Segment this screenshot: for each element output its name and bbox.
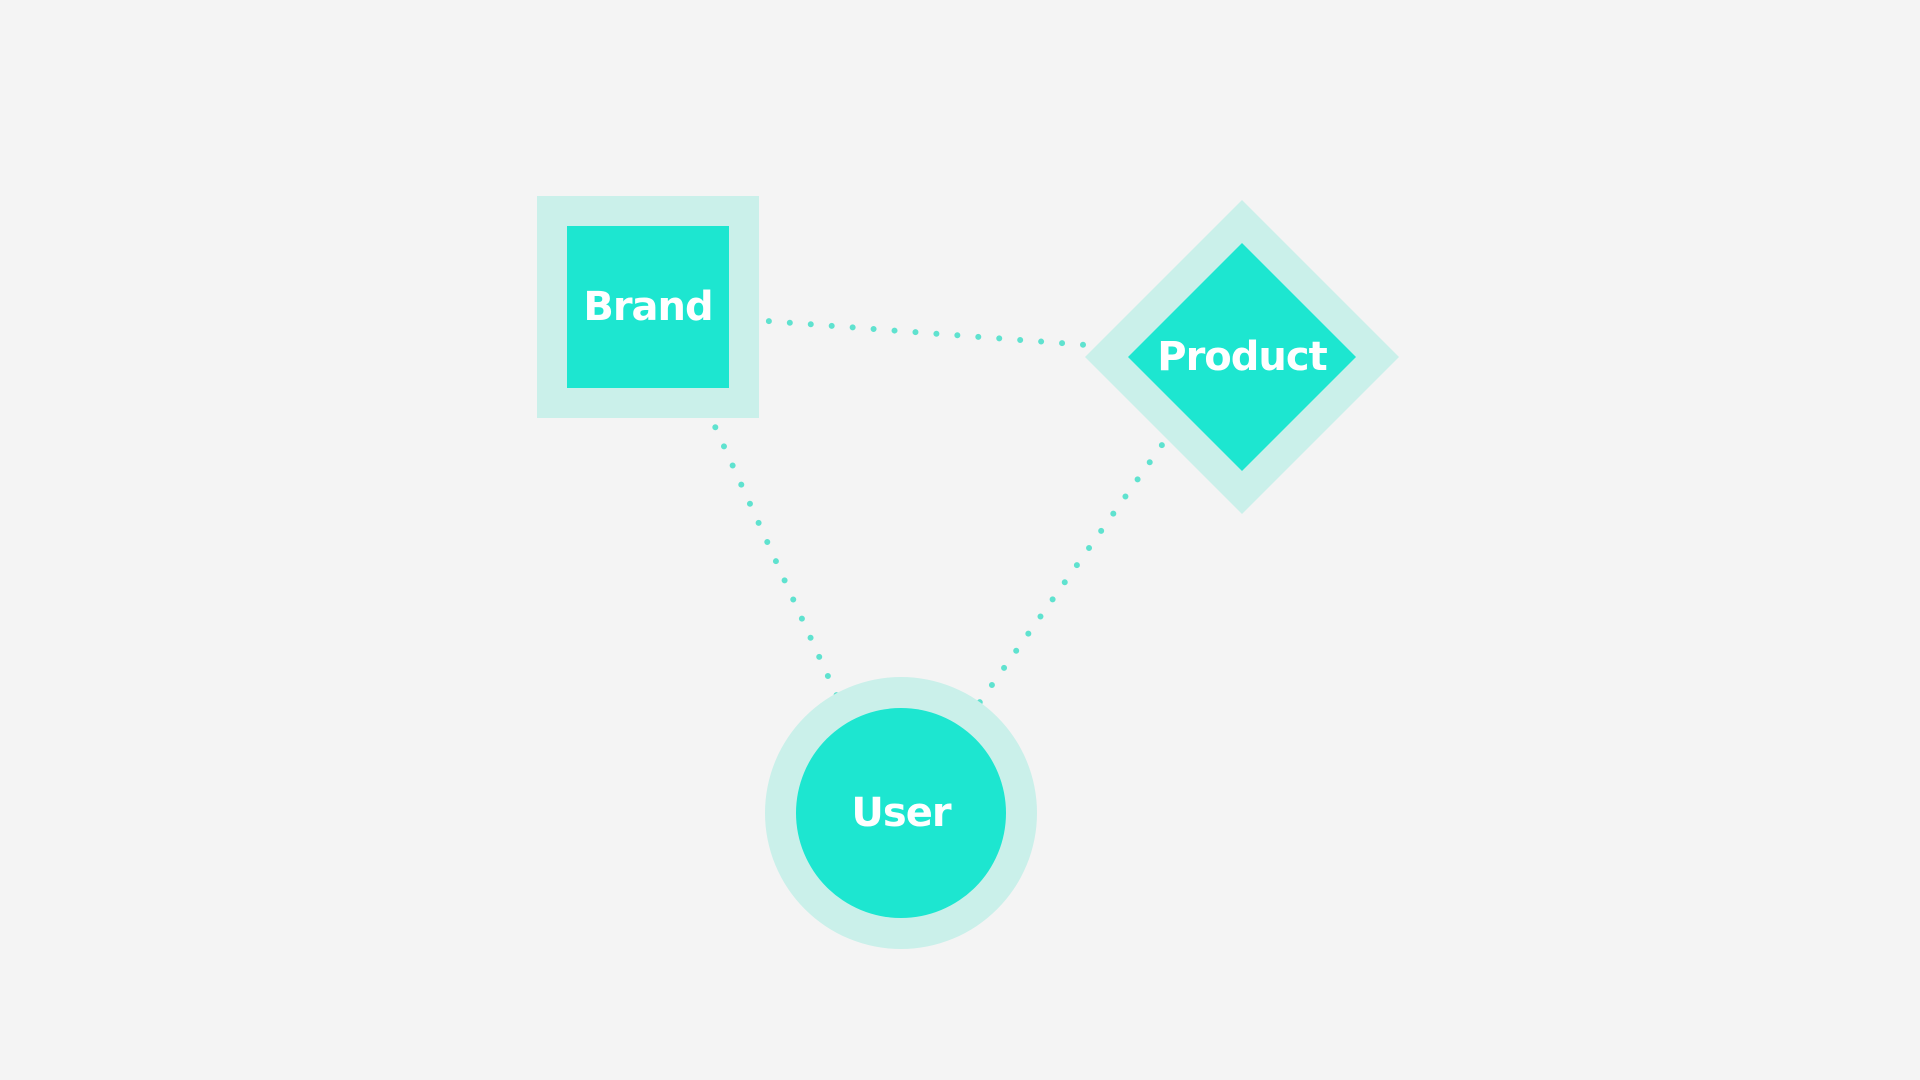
brand-node-body [567, 226, 729, 388]
brand-node-label: Brand [583, 284, 712, 330]
product-node-body [1128, 243, 1356, 471]
connector-layer [695, 315, 1177, 719]
connector-brand-product [724, 315, 1130, 351]
connector-product-user [967, 425, 1177, 719]
product-node: Product [1085, 200, 1399, 514]
connector-brand-user [695, 386, 849, 719]
brand-node: Brand [537, 196, 759, 418]
user-node-label: User [851, 790, 951, 836]
product-node-label: Product [1157, 334, 1327, 380]
user-node-body [796, 708, 1006, 918]
user-node: User [765, 677, 1037, 949]
